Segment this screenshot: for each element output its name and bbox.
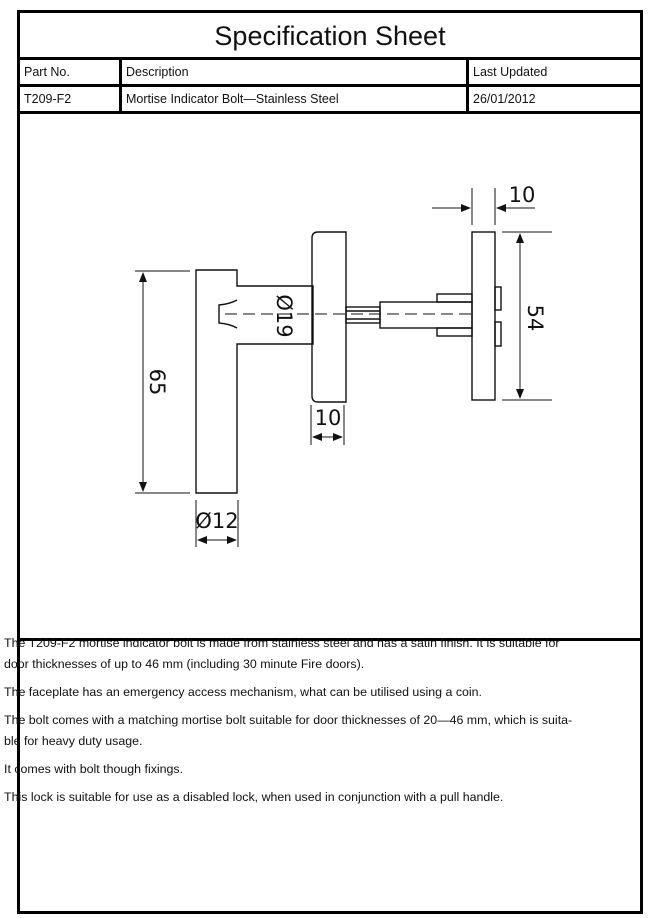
rose — [311, 231, 347, 403]
part-no-value: T209-F2 — [20, 87, 122, 111]
spindle — [345, 293, 473, 337]
page-title: Specification Sheet — [20, 13, 640, 60]
dimension-handle-dia — [195, 500, 239, 547]
paragraph: The bolt comes with a matching mortise b… — [4, 710, 572, 752]
specification-sheet: Specification Sheet Part No. Description… — [17, 10, 643, 914]
label-plate-depth: 10 — [509, 183, 536, 207]
label-handle-dia: Ø12 — [195, 509, 238, 533]
handle-shape — [195, 269, 314, 494]
label-65: 65 — [145, 369, 169, 396]
bolt-diagram: 65 Ø12 Ø19 10 54 10 — [135, 183, 552, 547]
label-rose-depth: 10 — [315, 406, 342, 430]
indicator-tab — [494, 286, 502, 311]
dimension-plate-depth — [432, 188, 535, 225]
text-line: This lock is suitable for use as a disab… — [4, 790, 504, 804]
text-line: ble for heavy duty usage. — [4, 734, 143, 748]
label-neck-dia: Ø19 — [272, 294, 296, 337]
dimension-54 — [502, 231, 552, 401]
text-line: The T209-F2 mortise indicator bolt is ma… — [4, 636, 560, 650]
header-part-no: Part No. — [20, 60, 122, 84]
dimension-rose-depth — [310, 405, 345, 445]
header-last-updated: Last Updated — [473, 65, 548, 79]
paragraph: This lock is suitable for use as a disab… — [4, 787, 572, 808]
paragraph: The T209-F2 mortise indicator bolt is ma… — [4, 633, 572, 675]
faceplate — [471, 231, 496, 401]
label-54: 54 — [523, 305, 547, 332]
header-description: Description — [122, 60, 469, 84]
description-text: The T209-F2 mortise indicator bolt is ma… — [4, 633, 572, 815]
indicator-tab — [494, 321, 502, 347]
text-line: The bolt comes with a matching mortise b… — [4, 713, 573, 727]
last-updated-value: 26/01/2012 — [473, 92, 536, 106]
text-line: door thicknesses of up to 46 mm (includi… — [4, 657, 365, 671]
dimension-65 — [135, 270, 190, 494]
text-line: It comes with bolt though fixings. — [4, 762, 184, 776]
paragraph: It comes with bolt though fixings. — [4, 759, 572, 780]
text-line: The faceplate has an emergency access me… — [4, 685, 482, 699]
technical-drawing: 65 Ø12 Ø19 10 54 10 — [20, 114, 640, 641]
paragraph: The faceplate has an emergency access me… — [4, 682, 572, 703]
table-row: T209-F2 Mortise Indicator Bolt—Stainless… — [20, 87, 640, 114]
table-header-row: Part No. Description Last Updated — [20, 60, 640, 87]
description-value: Mortise Indicator Bolt—Stainless Steel — [122, 87, 469, 111]
